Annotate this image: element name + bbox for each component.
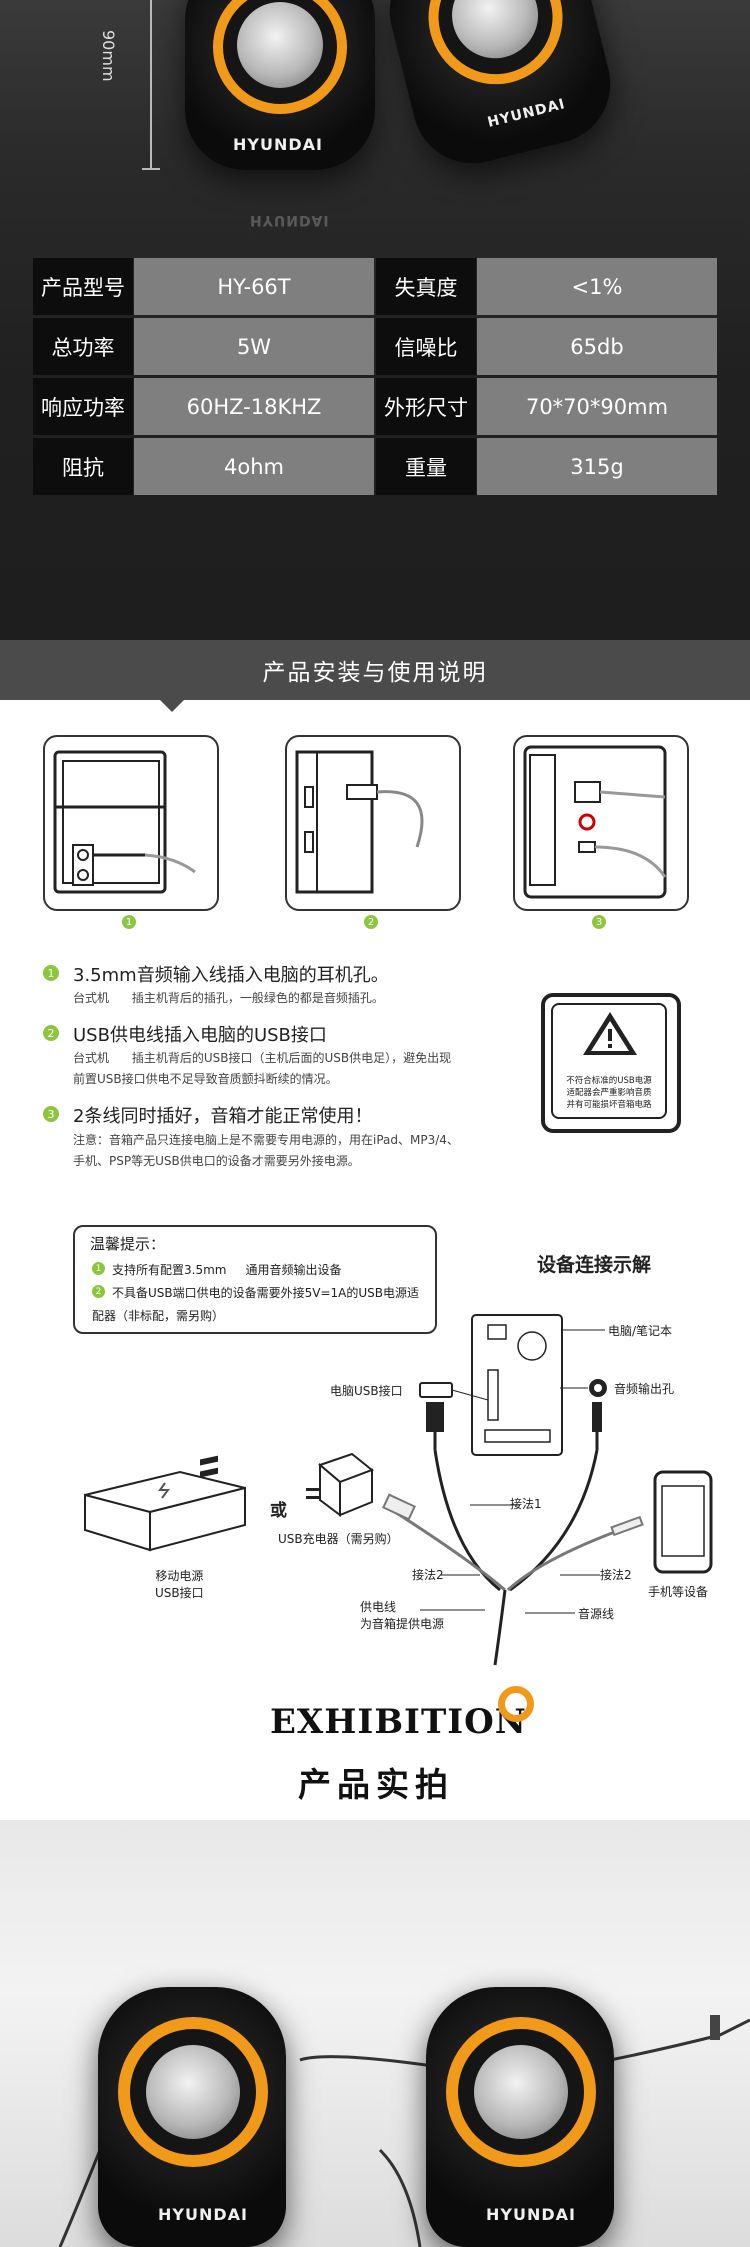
- method2-left-label: 接法2: [412, 1568, 444, 1582]
- product-photo: HYUNDAI HYUNDAI: [0, 1820, 750, 2247]
- power-line-label-line2: 为音箱提供电源: [360, 1617, 445, 1631]
- warning-icon: [583, 1012, 637, 1055]
- install-banner-title: 产品安装与使用说明: [262, 660, 488, 686]
- photo-speaker-right-brand: HYUNDAI: [486, 2205, 576, 2224]
- spec-label: 外形尺寸: [376, 378, 476, 435]
- exhibition-title: EXHIBITION: [270, 1702, 527, 1742]
- speaker-right-ring: [414, 0, 577, 99]
- spec-value: HY-66T: [134, 258, 374, 315]
- instruction-detail: 前置USB接口供电不足导致音质颤抖断续的情况。: [73, 1072, 338, 1086]
- spec-value: 315g: [477, 438, 717, 495]
- tips-box: [73, 1225, 437, 1334]
- power-line-label: 供电线 为音箱提供电源: [360, 1598, 444, 1632]
- speaker-back-illustration: [523, 745, 667, 899]
- or-label: 或: [270, 1501, 287, 1521]
- tips-bullet: 1: [92, 1262, 105, 1275]
- phone-label: 手机等设备: [648, 1585, 709, 1599]
- speaker-left-ring: [213, 0, 347, 114]
- usb-port-illustration: [295, 750, 424, 894]
- warning-line: 不符合标准的USB电源: [566, 1076, 652, 1086]
- tips-title: 温馨提示：: [90, 1235, 166, 1253]
- speaker-right: HYUNDAI: [376, 0, 624, 176]
- spec-value: 5W: [134, 318, 374, 375]
- warning-text: 不符合标准的USB电源 适配器会严重影响音质 并有可能损坏音箱电路: [553, 1075, 665, 1111]
- audio-line-label: 音源线: [578, 1607, 615, 1621]
- spec-value: 70*70*90mm: [477, 378, 717, 435]
- power-line-label-line1: 供电线: [360, 1600, 397, 1614]
- hero-section: 90mm HYUNDAI HYUNDAI HYUNDAI 产品型号 HY-66T…: [0, 0, 750, 640]
- warning-line: 并有可能损坏音箱电路: [566, 1100, 652, 1110]
- instruction-title: 2条线同时插好，音箱才能正常使用！: [73, 1106, 373, 1127]
- dimension-tick: [142, 168, 160, 170]
- instruction-detail: 台式机 插主机背后的USB接口（主机后面的USB供电足），避免出现: [73, 1051, 452, 1065]
- install-illustration-3: [513, 735, 689, 911]
- power-bank-label-line2: USB接口: [155, 1586, 204, 1600]
- spec-value: 4ohm: [134, 438, 374, 495]
- photo-speaker-left-cone: [146, 2045, 240, 2139]
- usb-port-label: 电脑USB接口: [330, 1384, 403, 1398]
- tips-bullet: 2: [92, 1285, 105, 1298]
- speaker-right-brand: HYUNDAI: [486, 96, 568, 131]
- instruction-detail: 手机、PSP等无USB供电口的设备才需要另外接电源。: [73, 1154, 360, 1168]
- instruction-bullet: 1: [43, 965, 59, 981]
- headphone-jack-illustration: [53, 750, 196, 894]
- photo-cable: [58, 2015, 750, 2247]
- speaker-left: HYUNDAI: [185, 0, 375, 170]
- install-illustration-2: [285, 735, 461, 911]
- banner-pointer: [160, 700, 184, 712]
- instruction-detail: 台式机 插主机背后的插孔，一般绿色的都是音频插孔。: [73, 991, 384, 1005]
- spec-value: 65db: [477, 318, 717, 375]
- method2-right-label: 接法2: [600, 1568, 632, 1582]
- spec-label: 信噪比: [376, 318, 476, 375]
- instruction-bullet: 3: [43, 1106, 59, 1122]
- photo-speaker-left-brand: HYUNDAI: [158, 2205, 248, 2224]
- photo-speaker-right-ring: [446, 2017, 596, 2167]
- spec-label: 总功率: [33, 318, 133, 375]
- step-number: 3: [592, 915, 606, 929]
- audio-out-label: 音频输出孔: [614, 1382, 675, 1396]
- tips-item: 支持所有配置3.5mm 通用音频输出设备: [112, 1263, 342, 1277]
- instruction-detail: 注意：音箱产品只连接电脑上是不需要专用电源的，用在iPad、MP3/4、: [73, 1133, 459, 1147]
- spec-label: 失真度: [376, 258, 476, 315]
- spec-label: 阻抗: [33, 438, 133, 495]
- spec-value: <1%: [477, 258, 717, 315]
- pc-label: 电脑/笔记本: [608, 1324, 673, 1338]
- spec-label: 响应功率: [33, 378, 133, 435]
- tips-item: 不具备USB端口供电的设备需要外接5V=1A的USB电源适: [112, 1286, 420, 1300]
- power-bank-label: 移动电源 USB接口: [155, 1567, 204, 1601]
- install-illustration-1: [43, 735, 219, 911]
- speaker-left-cone: [237, 2, 323, 88]
- connection-diagram: [84, 1314, 713, 1666]
- exhibition-ring-icon: [498, 1686, 534, 1722]
- diagram-title: 设备连接示解: [537, 1254, 652, 1276]
- instruction-bullet: 2: [43, 1025, 59, 1041]
- method1-label: 接法1: [510, 1497, 542, 1511]
- photo-speaker-right: HYUNDAI: [426, 1987, 614, 2247]
- photo-speaker-right-cone: [474, 2045, 568, 2139]
- install-banner: 产品安装与使用说明: [0, 640, 750, 700]
- dimension-label: 90mm: [99, 30, 118, 82]
- tips-item-continuation: 配器（非标配，需另购）: [92, 1309, 225, 1323]
- warning-line: 适配器会严重影响音质: [566, 1088, 652, 1098]
- spec-value: 60HZ-18KHZ: [134, 378, 374, 435]
- speaker-reflection: HYUNDAI: [250, 212, 330, 228]
- step-number: 2: [364, 915, 378, 929]
- step-number: 1: [122, 915, 136, 929]
- instruction-title: 3.5mm音频输入线插入电脑的耳机孔。: [73, 965, 389, 986]
- charger-label: USB充电器（需另购）: [278, 1532, 399, 1546]
- instruction-title: USB供电线插入电脑的USB接口: [73, 1025, 327, 1046]
- dimension-line: [150, 0, 152, 170]
- exhibition-subtitle: 产品实拍: [298, 1765, 454, 1804]
- speaker-left-brand: HYUNDAI: [233, 135, 323, 154]
- spec-label: 重量: [376, 438, 476, 495]
- photo-speaker-left: HYUNDAI: [98, 1987, 286, 2247]
- warning-box: 不符合标准的USB电源 适配器会严重影响音质 并有可能损坏音箱电路: [541, 993, 681, 1133]
- photo-speaker-left-ring: [118, 2017, 268, 2167]
- power-bank-label-line1: 移动电源: [155, 1569, 204, 1583]
- spec-label: 产品型号: [33, 258, 133, 315]
